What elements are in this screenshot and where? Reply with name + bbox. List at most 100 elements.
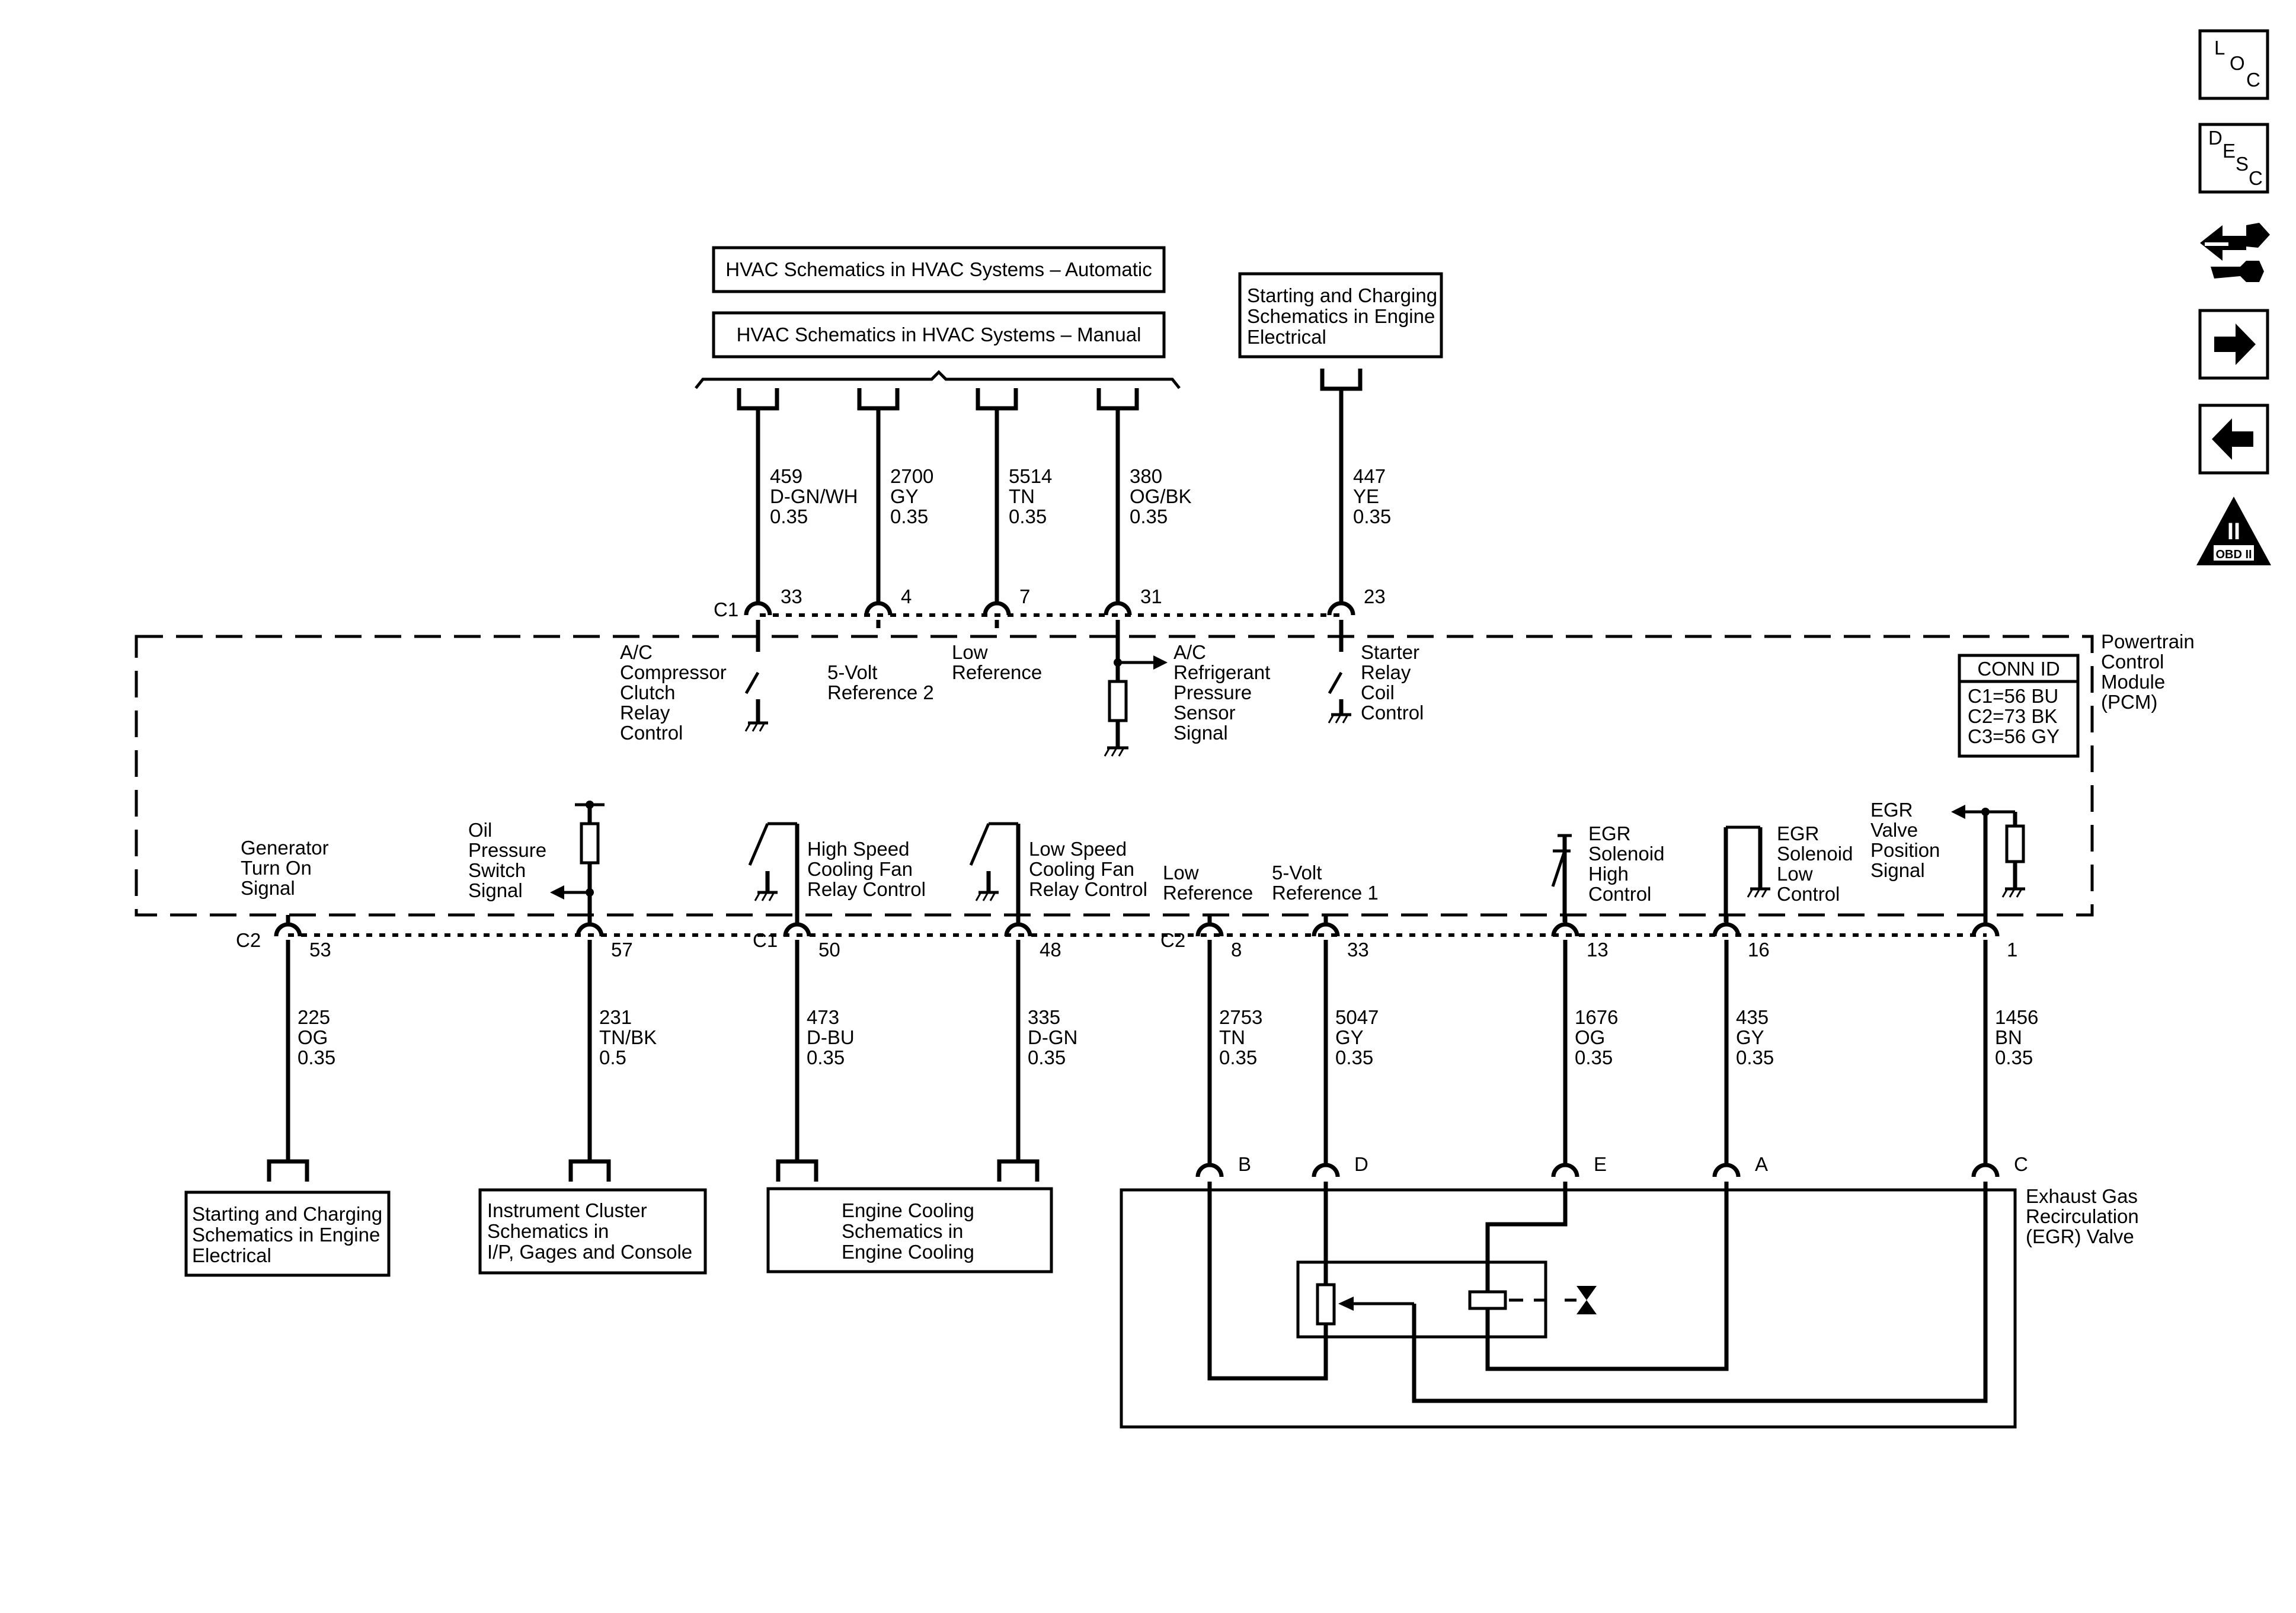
engine-cooling-line2: Schematics in (842, 1220, 963, 1242)
circuit-number: 380 (1130, 465, 1162, 487)
pin-terminal-icon (744, 601, 772, 616)
hvac-manual-ref-box[interactable]: HVAC Schematics in HVAC Systems – Manual (712, 311, 1166, 359)
pcm-label-line3: Module (2101, 671, 2165, 693)
pin-terminal-icon (1004, 922, 1032, 937)
harness-stub (737, 388, 779, 411)
wire-gauge: 0.35 (890, 505, 928, 527)
pcm-label-line4: (PCM) (2101, 691, 2157, 713)
wire-color: D-BU (807, 1026, 855, 1048)
wire-color: OG (298, 1026, 328, 1048)
function-label-line: Reference 1 (1272, 882, 1379, 904)
function-label-line: Reference 2 (827, 681, 934, 703)
egr-high-switch-icon (1551, 834, 1572, 922)
egr-pin-letter: E (1594, 1153, 1607, 1175)
pcm-internal-circuits (550, 628, 2025, 922)
function-label-line: Control (620, 722, 683, 744)
pin-number: 16 (1748, 939, 1770, 961)
start-charge-top-ref-box[interactable]: Starting and Charging Schematics in Engi… (1238, 272, 1443, 359)
egr-valve-line1: Exhaust Gas (2026, 1185, 2138, 1207)
function-label-line: EGR (1588, 822, 1631, 844)
pin-number: 53 (309, 939, 331, 961)
wire-gauge: 0.35 (1353, 505, 1391, 527)
function-label-line: Valve (1870, 819, 1918, 841)
pin-number: 33 (1347, 939, 1369, 961)
pin-terminal-icon (1971, 1163, 2000, 1177)
instrument-cluster-ref-box[interactable]: Instrument Cluster Schematics in I/P, Ga… (478, 1188, 707, 1275)
hvac-auto-label: HVAC Schematics in HVAC Systems – Automa… (725, 258, 1152, 280)
function-label-line: Signal (1173, 722, 1228, 744)
pin-number: 48 (1040, 939, 1061, 961)
circuit-number: 473 (807, 1006, 839, 1028)
egr-pin-letter: B (1238, 1153, 1251, 1175)
bottom-connector-mid-id: C1 (753, 929, 778, 951)
loc-letter-c: C (2246, 69, 2260, 91)
engine-cooling-line3: Engine Cooling (842, 1241, 974, 1263)
circuit-number: 459 (770, 465, 802, 487)
desc-letter-c: C (2249, 167, 2263, 189)
pin-terminal-icon (1551, 1163, 1579, 1177)
wire-gauge: 0.35 (1575, 1046, 1613, 1068)
function-label-line: Cooling Fan (807, 858, 913, 880)
top-connector-id: C1 (714, 599, 738, 620)
egr-position-resistor-icon (1951, 805, 2025, 922)
instrument-cluster-line2: Schematics in (487, 1220, 609, 1242)
function-label-line: Relay (620, 702, 670, 724)
pin-terminal-icon (1195, 1163, 1224, 1177)
refrigerant-sensor-icon (1104, 628, 1168, 757)
start-charge-top-line2: Schematics in Engine (1247, 305, 1435, 327)
oil-pressure-resistor-icon (550, 801, 605, 922)
desc-letter-e: E (2223, 140, 2236, 162)
wire-gauge: 0.35 (770, 505, 808, 527)
ac-compressor-switch-icon (744, 628, 768, 732)
function-label-line: Signal (241, 877, 295, 899)
pin-terminal-icon (1712, 1163, 1741, 1177)
function-label-line: Compressor (620, 661, 727, 683)
egr-valve-pintle-icon (1565, 1286, 1597, 1314)
starter-relay-switch-icon (1328, 628, 1351, 724)
egr-pin-letter: D (1354, 1153, 1368, 1175)
wire-color: GY (1335, 1026, 1364, 1048)
repair-wrench-icon[interactable] (2200, 223, 2270, 282)
start-charge-bottom-ref-box[interactable]: Starting and Charging Schematics in Engi… (184, 1190, 391, 1277)
desc-icon[interactable]: D E S C (2198, 123, 2269, 194)
function-label-line: Refrigerant (1173, 661, 1270, 683)
function-label-line: Turn On (241, 857, 312, 879)
hvac-auto-ref-box[interactable]: HVAC Schematics in HVAC Systems – Automa… (712, 246, 1166, 293)
previous-arrow-icon[interactable] (2198, 404, 2269, 475)
start-charge-bottom-line3: Electrical (192, 1244, 271, 1266)
function-label-line: A/C (1173, 641, 1206, 663)
circuit-number: 5047 (1335, 1006, 1379, 1028)
desc-letter-s: S (2236, 153, 2249, 175)
pin-number: 13 (1587, 939, 1609, 961)
pin-number: 50 (818, 939, 840, 961)
function-label-line: 5-Volt (827, 661, 877, 683)
instrument-cluster-line3: I/P, Gages and Console (487, 1241, 692, 1263)
engine-cooling-ref-box[interactable]: Engine Cooling Schematics in Engine Cool… (766, 1187, 1053, 1273)
function-label-line: 5-Volt (1272, 862, 1322, 884)
function-label-line: Relay (1361, 661, 1411, 683)
obd-ii-icon[interactable]: II OBD II (2196, 497, 2271, 565)
egr-pin-letter: C (2014, 1153, 2028, 1175)
wire-color: D-GN/WH (770, 485, 858, 507)
next-arrow-icon[interactable] (2198, 309, 2269, 380)
bottom-connector-right-id: C2 (1160, 929, 1185, 951)
wire-color: GY (890, 485, 919, 507)
function-label-line: Control (1777, 883, 1840, 905)
top-wires: 459D-GN/WH0.35332700GY0.3545514TN0.35738… (620, 369, 1424, 744)
function-label-line: High Speed (807, 838, 909, 860)
function-label-line: Pressure (468, 839, 546, 861)
loc-icon[interactable]: L O C (2198, 29, 2269, 100)
wire-gauge: 0.35 (1995, 1046, 2033, 1068)
pin-terminal-icon (1551, 922, 1579, 937)
